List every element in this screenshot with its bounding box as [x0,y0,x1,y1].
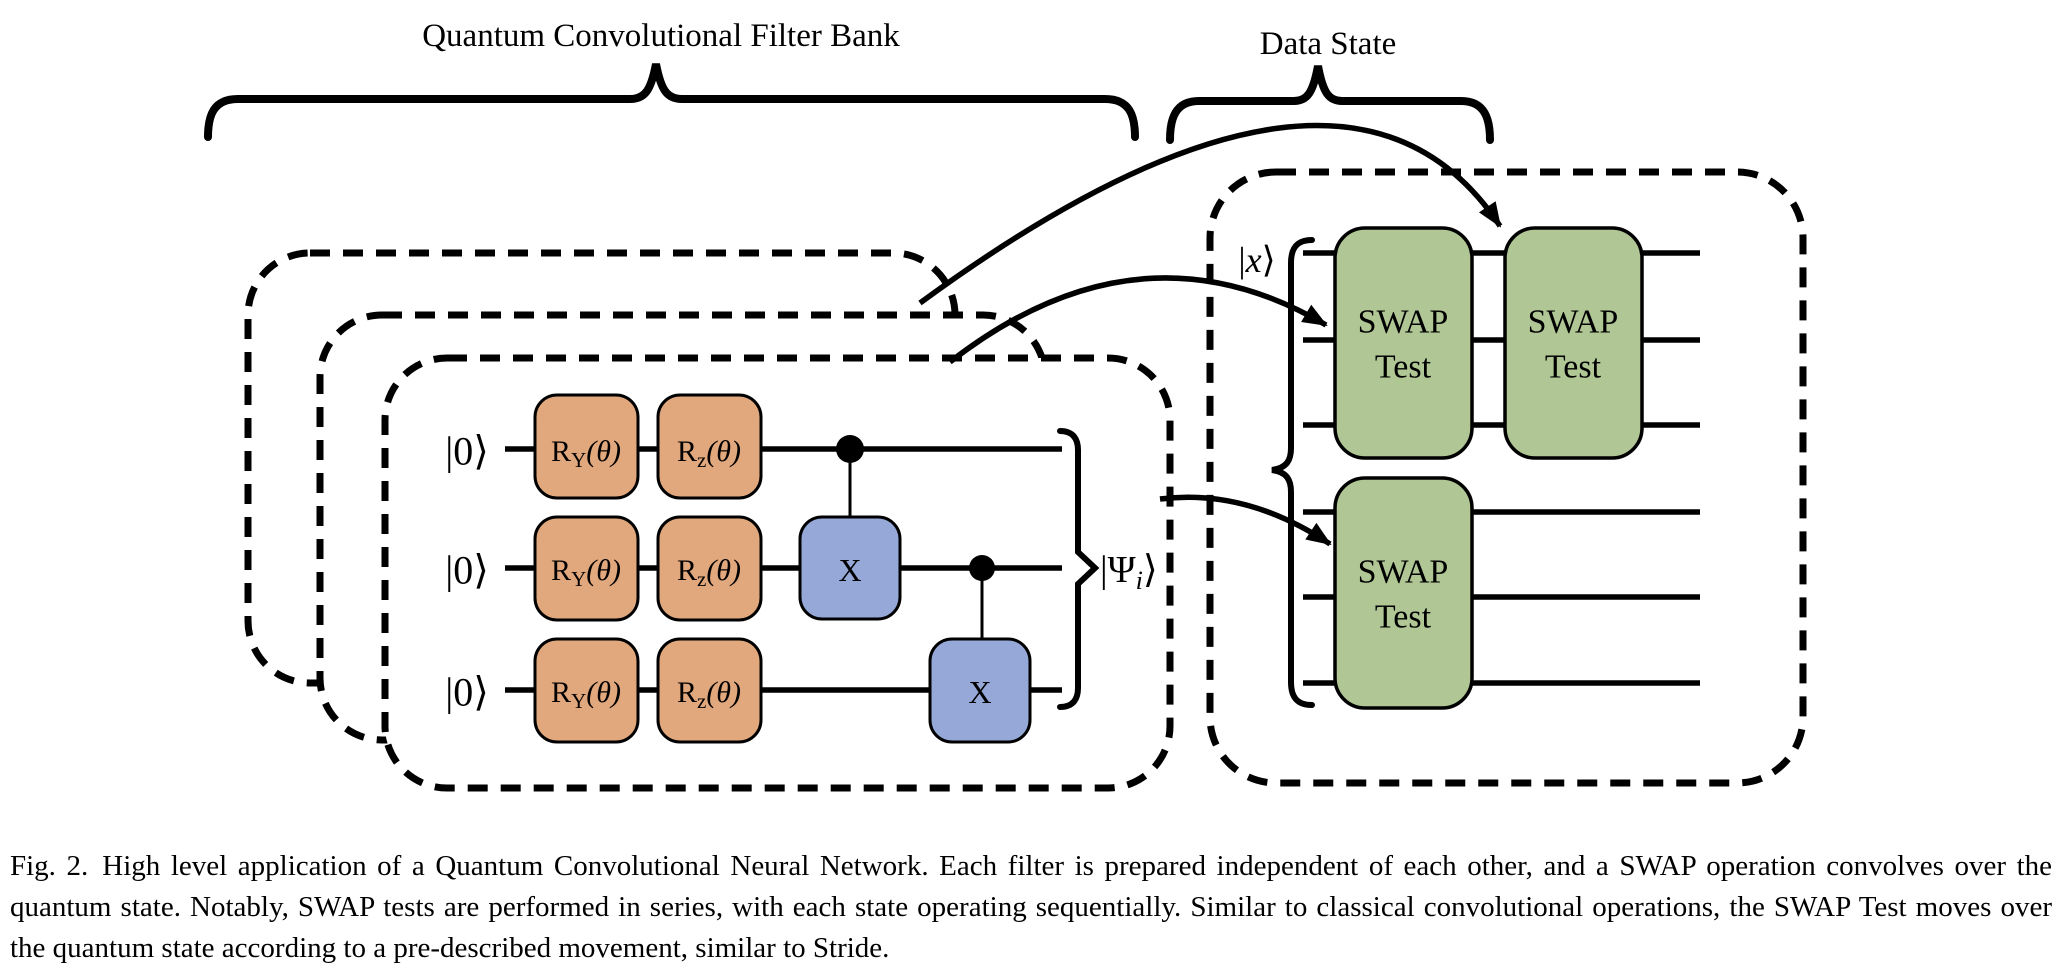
svg-text:RY(θ): RY(θ) [551,435,621,473]
svg-text:SWAP: SWAP [1358,554,1449,591]
cnot1-target-x: X [798,515,902,621]
caption-label: Fig. 2. [10,850,89,882]
svg-text:RY(θ): RY(θ) [551,676,621,714]
qubit-label-3: |0⟩ [445,670,489,715]
ry-gate-row3: RY(θ) [533,637,640,744]
filter-box-front [381,354,1174,792]
ry-gate-row2: RY(θ) [533,515,640,622]
rz-gate-row2: Rz(θ) [656,515,763,622]
output-bracket [1057,428,1100,710]
qubit-label-2: |0⟩ [445,548,489,593]
data-state-title: Data State [1260,26,1397,62]
rz-gate-row1: Rz(θ) [656,393,763,500]
input-group-brace [1271,237,1315,708]
cnot2-control-dot [969,555,995,581]
cnot1-control-dot [836,435,864,463]
data-state-brace [1166,65,1494,144]
svg-text:X: X [838,552,861,588]
caption-text: High level application of a Quantum Conv… [10,850,2052,964]
swap-arrow-3 [1159,494,1332,547]
figure-caption: Fig. 2.High level application of a Quant… [10,846,2052,969]
svg-text:Test: Test [1375,599,1432,636]
cnot2-target-x: X [928,637,1032,744]
output-state-label: |Ψi⟩ [1100,549,1158,595]
ry-gate-row1: RY(θ) [533,393,640,500]
swap-test-box-2: SWAP Test [1503,226,1644,460]
rz-gate-row3: Rz(θ) [656,637,763,744]
svg-text:Test: Test [1545,349,1602,386]
filter-bank-title: Quantum Convolutional Filter Bank [422,18,900,54]
svg-text:X: X [968,674,991,710]
swap-arrow-1 [918,122,1503,306]
input-state-label: |x⟩ [1238,240,1275,280]
svg-text:SWAP: SWAP [1358,304,1449,341]
svg-text:Rz(θ): Rz(θ) [677,676,741,714]
swap-test-box-1: SWAP Test [1333,226,1474,460]
svg-text:Test: Test [1375,349,1432,386]
svg-text:Rz(θ): Rz(θ) [677,435,741,473]
svg-text:RY(θ): RY(θ) [551,554,621,592]
filter-bank-brace [204,63,1139,141]
qubit-label-1: |0⟩ [445,429,489,474]
swap-test-box-3: SWAP Test [1333,476,1474,710]
svg-text:Rz(θ): Rz(θ) [677,554,741,592]
svg-text:SWAP: SWAP [1528,304,1619,341]
swap-arrow-2 [948,275,1328,365]
